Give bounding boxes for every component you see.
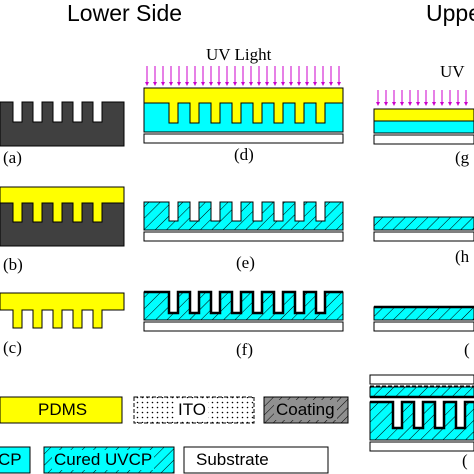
substrate-i: [373, 321, 474, 332]
header-upper-side: Uppe: [426, 0, 474, 26]
pdms-g: [373, 108, 474, 122]
pdms-d: [143, 87, 344, 124]
uv-arrowheads-right: [376, 102, 468, 106]
legend-cured-uvcp: Cured UVCP: [52, 450, 155, 470]
substrate-j-bottom: [369, 441, 474, 452]
legend-pdms: PDMS: [38, 400, 88, 419]
step-label-g: (g: [455, 148, 470, 167]
pdms-stamp-c: [0, 292, 125, 329]
step-label-a: (a): [3, 148, 22, 167]
substrate-g: [373, 134, 474, 145]
uv-light-label: UV Light: [206, 45, 272, 64]
mold-a: [0, 101, 125, 147]
uv-arrows-left: [146, 66, 340, 82]
step-label-e: (e): [236, 253, 255, 272]
uv-arrowheads-left: [145, 82, 341, 86]
uvcp-g: [373, 120, 474, 134]
uvcp-e: [143, 201, 344, 231]
uvcp-f: [143, 291, 344, 321]
legend-uvcp: CP: [0, 450, 22, 469]
uvcp-j-top: [369, 386, 474, 398]
substrate-h: [373, 231, 474, 242]
step-label-c: (c): [3, 338, 22, 357]
legend-coating: Coating: [274, 400, 337, 420]
step-label-j: (: [462, 451, 468, 470]
step-label-d: (d): [234, 145, 254, 164]
legend-substrate: Substrate: [196, 450, 269, 469]
substrate-j-top: [369, 374, 474, 385]
uvcp-h: [373, 216, 474, 231]
legend-swatch-pdms: [0, 396, 123, 424]
legend-swatch-uvcp: [0, 446, 31, 474]
coating-f: [144, 290, 343, 315]
uvcp-i: [373, 306, 474, 321]
coating-j-bottom: [370, 400, 474, 430]
step-label-h: (h: [455, 247, 470, 266]
legend-ito: ITO: [176, 400, 209, 420]
substrate-e: [143, 231, 344, 242]
uv-arrows-right: [377, 90, 467, 102]
step-label-b: (b): [3, 255, 23, 274]
uv-light-label-right: UV: [440, 62, 465, 81]
header-lower-side: Lower Side: [67, 0, 183, 26]
substrate-d: [143, 133, 344, 144]
step-label-i: (: [464, 340, 470, 359]
substrate-f: [143, 321, 344, 332]
mold-b: [0, 202, 125, 247]
step-label-f: (f): [236, 340, 253, 359]
legend-swatch-substrate: [183, 446, 329, 474]
